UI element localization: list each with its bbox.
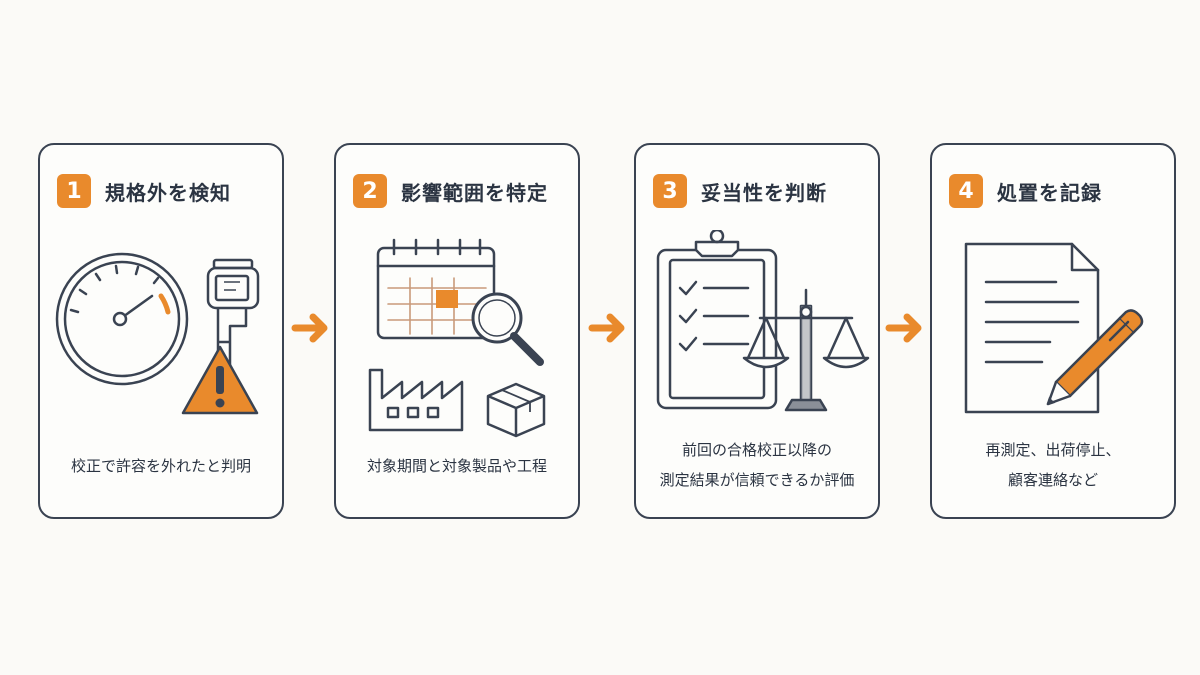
step-caption: 校正で許容を外れたと判明 — [46, 451, 276, 481]
caption-line: 対象期間と対象製品や工程 — [366, 457, 547, 475]
step-number-badge: 4 — [949, 174, 983, 208]
step-illustration-1 — [55, 252, 260, 415]
step-title: 妥当性を判断 — [701, 180, 827, 205]
step-header-3: 3 妥当性を判断 — [653, 174, 827, 208]
calendar-icon — [376, 238, 496, 340]
pen-icon — [1046, 309, 1144, 406]
caption-line: 再測定、出荷停止、 — [985, 441, 1121, 459]
box-icon — [486, 382, 546, 438]
caption-line: 前回の合格校正以降の — [681, 441, 832, 459]
step-card-3: 3 妥当性を判断 — [634, 143, 880, 519]
step-card-1: 1 規格外を検知 — [38, 143, 284, 519]
flow-arrow-icon — [291, 313, 328, 343]
flow-arrow-icon — [588, 313, 625, 343]
magnifier-icon — [471, 292, 544, 366]
step-illustration-4 — [964, 242, 1144, 414]
step-number-badge: 3 — [653, 174, 687, 208]
step-title: 規格外を検知 — [105, 180, 231, 205]
step-caption: 再測定、出荷停止、 顧客連絡など — [938, 435, 1168, 495]
step-number-badge: 2 — [353, 174, 387, 208]
warning-icon — [181, 345, 259, 415]
factory-icon — [368, 368, 464, 432]
clipboard-checklist-icon — [656, 230, 778, 410]
caption-line: 測定結果が信頼できるか評価 — [659, 471, 855, 489]
gauge-icon — [55, 252, 189, 386]
caption-line: 校正で許容を外れたと判明 — [70, 457, 251, 475]
caption-line: 顧客連絡など — [1007, 471, 1098, 489]
balance-scale-icon — [742, 288, 870, 412]
step-title: 処置を記録 — [997, 180, 1102, 205]
step-title: 影響範囲を特定 — [401, 180, 548, 205]
step-illustration-3 — [656, 230, 870, 412]
step-card-2: 2 影響範囲を特定 — [334, 143, 580, 519]
step-illustration-2 — [368, 238, 546, 438]
step-card-4: 4 処置を記録 再測定、出荷停止、 — [930, 143, 1176, 519]
step-caption: 対象期間と対象製品や工程 — [342, 451, 572, 481]
step-header-2: 2 影響範囲を特定 — [353, 174, 548, 208]
step-caption: 前回の合格校正以降の 測定結果が信頼できるか評価 — [642, 435, 872, 495]
flow-arrow-icon — [885, 313, 922, 343]
step-header-1: 1 規格外を検知 — [57, 174, 231, 208]
step-header-4: 4 処置を記録 — [949, 174, 1102, 208]
step-number-badge: 1 — [57, 174, 91, 208]
